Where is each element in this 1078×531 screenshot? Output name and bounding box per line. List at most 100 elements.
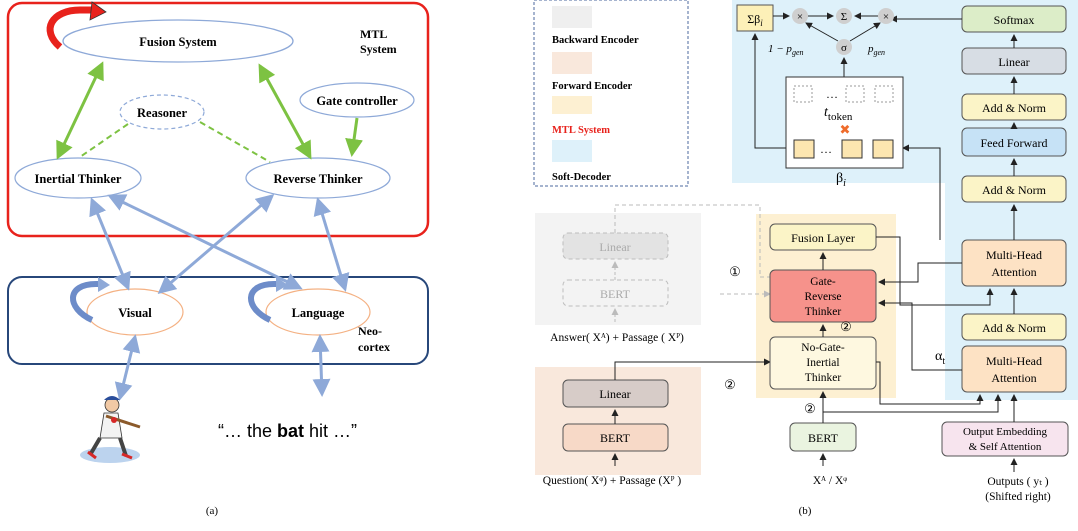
outputs-line2: (Shifted right) bbox=[985, 491, 1051, 503]
pgen-label: pgen bbox=[867, 43, 885, 57]
sum-beta-label: Σβi bbox=[747, 12, 763, 28]
gate-reverse-line2: Reverse bbox=[804, 291, 841, 303]
grey-arrow-to-gate-reverse bbox=[614, 204, 771, 294]
grey-linear-label: Linear bbox=[599, 240, 630, 254]
arrow-fusion-mha-top bbox=[876, 236, 994, 306]
fusion-system-label: Fusion System bbox=[139, 35, 217, 49]
grey-bert-label: BERT bbox=[600, 287, 631, 301]
times-right-label: × bbox=[883, 11, 889, 23]
grey-linear-box bbox=[562, 232, 669, 260]
times-left-node bbox=[792, 8, 808, 24]
mha-low-line1: Multi-Head bbox=[986, 354, 1042, 368]
grey-input-label: Answer( Xᴬ) + Passage ( Xᴾ) bbox=[550, 332, 684, 344]
mha-low-box bbox=[961, 345, 1067, 393]
forward-arrow-to-no-gate bbox=[614, 358, 771, 380]
language-label: Language bbox=[292, 306, 345, 320]
token-dots-bottom: … bbox=[820, 142, 832, 156]
feedback-red-arrowhead-icon bbox=[89, 1, 107, 21]
forward-bert-label: BERT bbox=[600, 431, 631, 445]
neocortex-label-line1: Neo- bbox=[358, 324, 382, 338]
token-ghost-1 bbox=[793, 85, 813, 103]
arrow-mha-to-pointer bbox=[902, 144, 941, 240]
gate-reverse-line1: Gate- bbox=[810, 276, 836, 288]
times-right-node bbox=[878, 8, 894, 24]
feed-forward-label: Feed Forward bbox=[981, 136, 1048, 150]
circle-1-label: ① bbox=[729, 264, 741, 279]
caption-b: (b) bbox=[799, 505, 812, 517]
decoder-linear-label: Linear bbox=[998, 55, 1029, 69]
legend-swatch-forward bbox=[552, 52, 592, 74]
baseball-batter-illustration bbox=[80, 396, 141, 463]
mha-top-line2: Attention bbox=[991, 265, 1036, 279]
sigma-gate-node bbox=[836, 39, 852, 55]
token-box-1 bbox=[793, 139, 815, 159]
times-left-label: × bbox=[797, 11, 803, 23]
mha-low-line2: Attention bbox=[991, 371, 1036, 385]
legend-mtl-label: MTL System bbox=[552, 125, 610, 136]
legend-soft-label: Soft-Decoder bbox=[552, 172, 611, 183]
circle-2c-label: ② bbox=[804, 401, 816, 416]
mha-top-box bbox=[961, 239, 1067, 287]
outputs-line1: Outputs ( yₜ ) bbox=[987, 476, 1048, 488]
legend-backward-label: Backward Encoder bbox=[552, 35, 639, 46]
output-embedding-line2: & Self Attention bbox=[969, 441, 1042, 453]
reverse-thinker-label: Reverse Thinker bbox=[274, 172, 363, 186]
beta-i-label: βi bbox=[836, 171, 846, 189]
add-norm-low-label: Add & Norm bbox=[982, 321, 1047, 335]
gate-reverse-line3: Thinker bbox=[805, 306, 842, 318]
neocortex-label-line2: cortex bbox=[358, 340, 390, 354]
token-ghost-3 bbox=[874, 85, 894, 103]
language-example-text: “… the bat hit …” bbox=[218, 421, 357, 441]
no-gate-line1: No-Gate- bbox=[801, 342, 845, 354]
arrow-sigma-times-right bbox=[849, 22, 881, 42]
sum-beta-box bbox=[736, 4, 774, 32]
panel-a: MTL System Neo- cortex Fusion System Rea… bbox=[6, 1, 430, 517]
edge-inertial-visual bbox=[89, 197, 131, 291]
edge-visual-image bbox=[114, 334, 141, 401]
circle-2b-label: ② bbox=[724, 377, 736, 392]
backward-encoder-region bbox=[535, 213, 701, 325]
edge-language-text bbox=[311, 334, 331, 397]
legend-swatch-soft bbox=[552, 140, 592, 162]
circle-2a-label: ② bbox=[840, 319, 852, 334]
no-gate-line2: Inertial bbox=[806, 357, 839, 369]
feedback-red-arrow-icon bbox=[46, 6, 96, 50]
forward-input-label: Question( Xᵠ) + Passage (Xᴾ ) bbox=[543, 475, 682, 487]
legend-swatch-mtl bbox=[552, 96, 592, 114]
arrow-sigma-times-left bbox=[805, 22, 839, 42]
middle-bert-label: BERT bbox=[808, 431, 839, 445]
edge-reverse-language bbox=[313, 197, 350, 292]
alpha-t-label: αt bbox=[935, 349, 945, 367]
arrow-mha-low-gate-reverse bbox=[878, 299, 962, 371]
visual-loop-arrowhead-icon bbox=[98, 277, 110, 292]
edge-reverse-fusion bbox=[258, 63, 312, 160]
token-box-2 bbox=[841, 139, 863, 159]
arrow-no-gate-mha bbox=[876, 361, 984, 405]
edge-reasoner-reverse bbox=[199, 121, 271, 163]
visual-label: Visual bbox=[118, 306, 152, 320]
token-box-3 bbox=[872, 139, 894, 159]
grey-bert-box bbox=[562, 279, 669, 307]
mtl-label-line1: MTL bbox=[360, 27, 387, 41]
sum-node bbox=[836, 8, 852, 24]
output-embedding-box bbox=[941, 421, 1069, 457]
mtl-label-line2: System bbox=[360, 42, 397, 56]
reasoner-label: Reasoner bbox=[137, 106, 187, 120]
output-embedding-line1: Output Embedding bbox=[963, 426, 1048, 438]
fusion-layer-label: Fusion Layer bbox=[791, 231, 855, 245]
add-norm-mid-label: Add & Norm bbox=[982, 183, 1047, 197]
fusion-system-node bbox=[62, 19, 294, 63]
t-token-label: ttoken bbox=[824, 105, 853, 123]
edge-reasoner-inertial bbox=[79, 123, 129, 158]
arrow-mha-top-gate-reverse bbox=[878, 262, 962, 286]
sigma-gate-label: σ bbox=[841, 42, 847, 54]
edge-reverse-visual bbox=[157, 194, 275, 294]
edge-gate-reverse bbox=[345, 117, 363, 157]
panel-b: Backward Encoder Forward Encoder MTL Sys… bbox=[533, 0, 1078, 517]
reasoner-node bbox=[119, 94, 205, 130]
softmax-label: Softmax bbox=[994, 13, 1035, 27]
arrow-bert-mha-low bbox=[823, 394, 1002, 413]
legend-forward-label: Forward Encoder bbox=[552, 81, 633, 92]
sum-label: Σ bbox=[841, 11, 847, 23]
